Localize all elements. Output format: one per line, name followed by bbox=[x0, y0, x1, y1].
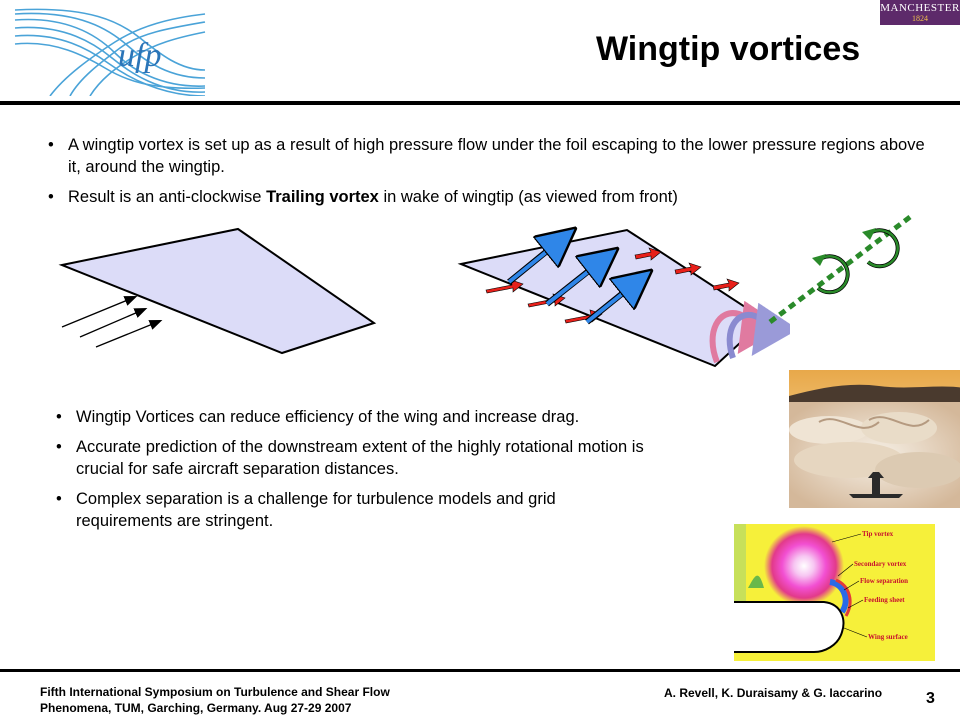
manchester-logo: MANCHESTER 1824 bbox=[880, 0, 960, 25]
footer-conference-line2: Phenomena, TUM, Garching, Germany. Aug 2… bbox=[40, 701, 352, 715]
cfd-vortex-figure: Tip vortex Secondary vortex Flow separat… bbox=[734, 524, 935, 661]
bullet-text: in wake of wingtip (as viewed from front… bbox=[378, 188, 678, 206]
cfd-label: Wing surface bbox=[868, 633, 908, 641]
upwash-arrow bbox=[545, 260, 603, 306]
page-title: Wingtip vortices bbox=[596, 30, 861, 68]
upwash-arrow bbox=[507, 240, 561, 284]
aircraft-icon bbox=[849, 472, 903, 498]
upwash-arrow bbox=[585, 282, 637, 324]
cfd-label: Flow separation bbox=[860, 577, 908, 585]
page-number: 3 bbox=[926, 690, 935, 707]
bullet-text: A wingtip vortex is set up as a result o… bbox=[68, 136, 925, 176]
cfd-label: Feeding sheet bbox=[864, 596, 905, 604]
wing-plain bbox=[58, 227, 377, 355]
bottom-bullet-list: Wingtip Vortices can reduce efficiency o… bbox=[56, 406, 656, 540]
cfd-label: Tip vortex bbox=[862, 530, 894, 538]
bullet-item: Accurate prediction of the downstream ex… bbox=[56, 436, 656, 480]
pressure-arrow bbox=[712, 278, 740, 292]
title-divider bbox=[0, 101, 960, 105]
bullet-item: Complex separation is a challenge for tu… bbox=[56, 488, 656, 532]
pressure-arrow bbox=[485, 279, 524, 294]
cfd-label: Secondary vortex bbox=[854, 560, 907, 568]
bullet-item: Wingtip Vortices can reduce efficiency o… bbox=[56, 406, 656, 428]
flow-arrow bbox=[61, 296, 138, 328]
wing-diagram-plain bbox=[40, 225, 390, 370]
ufp-logo: ufp bbox=[10, 8, 210, 101]
footer-divider bbox=[0, 669, 960, 672]
ufp-logo-text: ufp bbox=[118, 37, 161, 74]
flow-arrow bbox=[95, 320, 163, 348]
footer-authors: A. Revell, K. Duraisamy & G. Iaccarino bbox=[664, 686, 883, 700]
manchester-logo-year: 1824 bbox=[912, 14, 928, 23]
pressure-arrow bbox=[634, 247, 662, 261]
flow-arrow bbox=[79, 307, 148, 338]
top-bullet-list: A wingtip vortex is set up as a result o… bbox=[48, 134, 928, 216]
bullet-text-bold: Trailing vortex bbox=[266, 188, 379, 206]
footer-conference-line1: Fifth International Symposium on Turbule… bbox=[40, 685, 390, 699]
manchester-logo-name: MANCHESTER bbox=[880, 2, 960, 14]
wing-diagram-forces bbox=[455, 222, 799, 377]
vortex-trail-diagram bbox=[762, 210, 922, 345]
bullet-item: Result is an anti-clockwise Trailing vor… bbox=[48, 186, 928, 208]
bullet-item: A wingtip vortex is set up as a result o… bbox=[48, 134, 928, 178]
aircraft-vortex-photo bbox=[789, 370, 960, 508]
pressure-arrow bbox=[674, 262, 702, 276]
tip-curl-arrow bbox=[726, 302, 799, 360]
footer-conference: Fifth International Symposium on Turbule… bbox=[40, 684, 390, 716]
vortex-trail-line bbox=[768, 212, 916, 324]
bullet-text: Result is an anti-clockwise bbox=[68, 188, 267, 206]
